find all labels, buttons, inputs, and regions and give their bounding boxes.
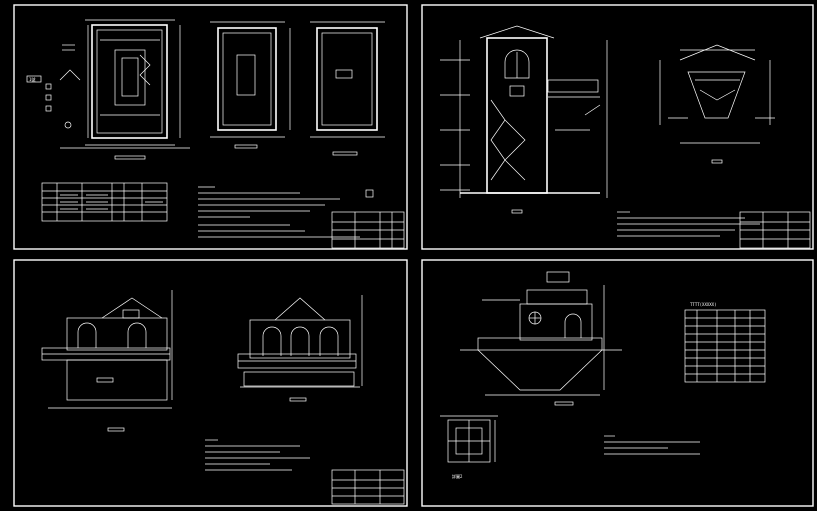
rear-elevation [460,271,622,406]
title-block-2 [739,211,811,249]
front-elevation [41,290,173,432]
sheet-2 [421,4,814,250]
sheet-2-border [421,4,814,250]
sheet-4: TTTT(XXXXX) 詳圖2 [421,259,814,507]
design-notes-1 [198,186,374,238]
note-box-1 [365,189,374,198]
schedule-table-4: TTTT(XXXXX) [684,302,766,383]
sheet-4-border [421,259,814,507]
legend-tag-1: 1號 [29,76,35,82]
door-window-table [41,182,168,222]
floor-plan-2 [210,21,291,149]
floor-plan-3 [310,21,385,156]
section-drawing [440,25,608,214]
detail-drawing: 詳圖2 [440,415,498,479]
schedule-table-title: TTTT(XXXXX) [690,302,717,307]
site-profile [659,44,775,164]
design-notes-3 [205,439,310,471]
sheet-3-border [13,259,408,507]
design-notes-2 [617,211,760,237]
detail-caption: 詳圖2 [452,473,463,479]
design-notes-4 [604,435,700,455]
floor-plan-1 [60,19,190,160]
sheet-3 [13,259,408,507]
legend-tags: 1號 [26,44,81,129]
side-elevation [237,295,363,402]
title-block-1 [331,211,405,249]
sheet-1: 1號 [13,4,408,250]
sheet-1-border [13,4,408,250]
title-block-3 [331,469,405,505]
